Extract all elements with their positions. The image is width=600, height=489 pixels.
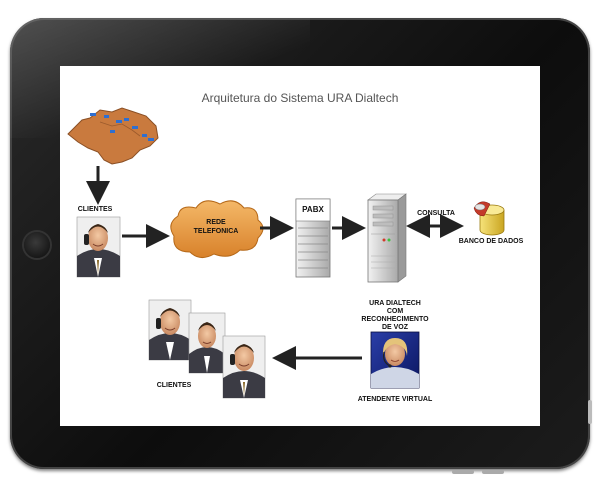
bottom-button[interactable] bbox=[452, 470, 474, 474]
client-photo-group bbox=[148, 299, 266, 399]
home-button[interactable] bbox=[24, 232, 50, 258]
pabx-label: PABX bbox=[302, 205, 324, 214]
telephone-network-cloud bbox=[170, 200, 264, 258]
bottom-button-2[interactable] bbox=[482, 470, 504, 474]
database-icon bbox=[473, 201, 505, 236]
volume-button[interactable] bbox=[588, 400, 592, 424]
client-photo bbox=[148, 299, 192, 361]
clients-label-top: CLIENTES bbox=[77, 206, 113, 213]
client-photo bbox=[188, 312, 226, 374]
ura-label-line3: RECONHECIMENTO bbox=[361, 316, 429, 323]
clients-label-bottom: CLIENTES bbox=[156, 382, 192, 389]
diagram-title: Arquitetura do Sistema URA Dialtech bbox=[201, 91, 399, 105]
tablet-screen: Arquitetura do Sistema URA Dialtech bbox=[60, 66, 540, 426]
virtual-agent-label: ATENDENTE VIRTUAL bbox=[357, 396, 433, 403]
client-photo bbox=[76, 216, 121, 278]
virtual-agent-photo bbox=[370, 331, 420, 389]
ura-label-line1: URA DIALTECH bbox=[369, 300, 421, 307]
database-label: BANCO DE DADOS bbox=[458, 238, 524, 245]
architecture-diagram bbox=[67, 107, 505, 399]
consulta-label: CONSULTA bbox=[417, 210, 455, 217]
ura-label-line2: COM bbox=[386, 308, 404, 315]
pabx-icon bbox=[295, 198, 331, 278]
client-photo bbox=[222, 335, 266, 399]
server-icon bbox=[367, 193, 407, 283]
ura-label-line4: DE VOZ bbox=[381, 324, 409, 331]
network-label: REDE TELEFONICA bbox=[193, 219, 239, 235]
map-icon bbox=[67, 107, 159, 165]
